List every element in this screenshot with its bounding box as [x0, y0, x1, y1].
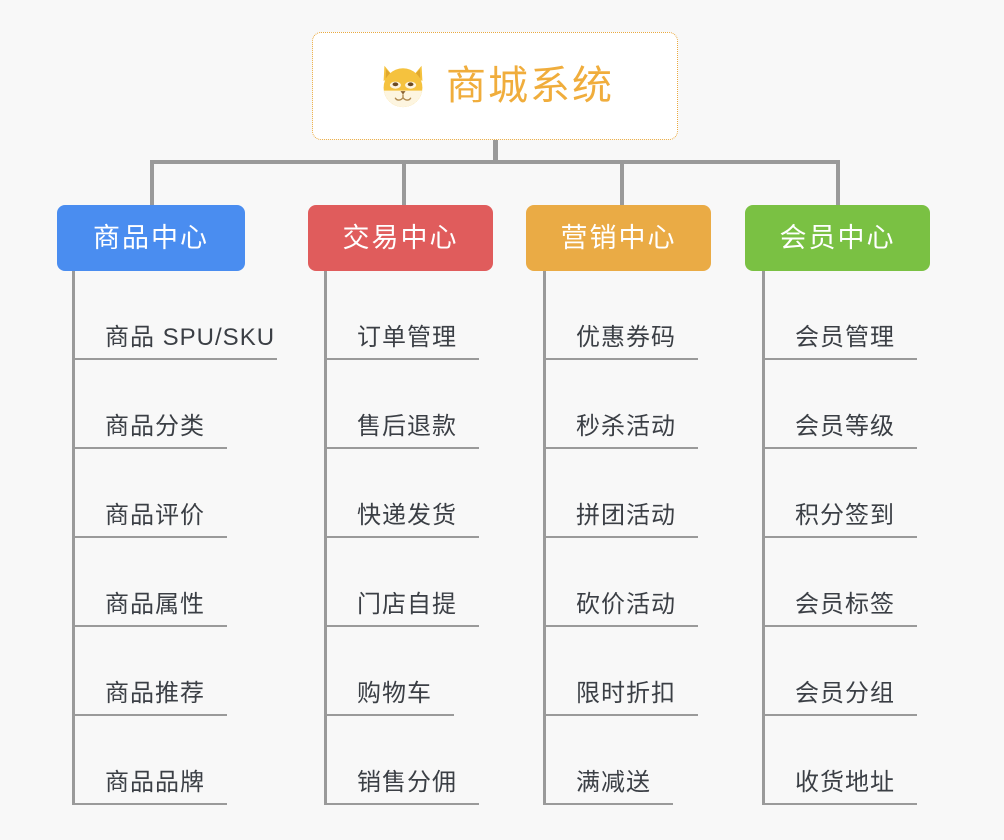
- leaf-item[interactable]: 商品分类: [72, 360, 227, 449]
- connector-drop-4: [836, 160, 840, 207]
- leaf-item[interactable]: 砍价活动: [543, 538, 698, 627]
- root-node[interactable]: 商城系统: [312, 32, 678, 140]
- leaf-label: 会员分组: [795, 680, 895, 708]
- column-spine-2: [324, 271, 327, 805]
- leaf-label: 订单管理: [357, 324, 457, 352]
- leaf-label: 会员标签: [795, 591, 895, 619]
- category-box-3[interactable]: 营销中心: [526, 205, 711, 271]
- category-label-3: 营销中心: [560, 222, 677, 253]
- connector-drop-2: [402, 160, 406, 207]
- category-box-1[interactable]: 商品中心: [57, 205, 245, 271]
- leaf-label: 砍价活动: [576, 591, 676, 619]
- leaf-item[interactable]: 商品推荐: [72, 627, 227, 716]
- leaf-item[interactable]: 收货地址: [762, 716, 917, 805]
- leaf-item[interactable]: 门店自提: [324, 538, 479, 627]
- column-spine-1: [72, 271, 75, 805]
- shiba-dog-emoji: [383, 65, 423, 108]
- category-box-4[interactable]: 会员中心: [745, 205, 930, 271]
- leaf-label: 优惠券码: [576, 324, 676, 352]
- leaf-item[interactable]: 商品 SPU/SKU: [72, 271, 277, 360]
- category-label-2: 交易中心: [342, 222, 459, 253]
- leaf-label: 拼团活动: [576, 502, 676, 530]
- leaf-item[interactable]: 会员等级: [762, 360, 917, 449]
- leaf-item[interactable]: 优惠券码: [543, 271, 698, 360]
- leaf-item[interactable]: 秒杀活动: [543, 360, 698, 449]
- leaf-item[interactable]: 会员分组: [762, 627, 917, 716]
- leaf-item[interactable]: 商品属性: [72, 538, 227, 627]
- leaf-item[interactable]: 满减送: [543, 716, 673, 805]
- leaf-label: 门店自提: [357, 591, 457, 619]
- leaf-label: 秒杀活动: [576, 413, 676, 441]
- category-box-2[interactable]: 交易中心: [308, 205, 493, 271]
- leaf-item[interactable]: 销售分佣: [324, 716, 479, 805]
- leaf-label: 积分签到: [795, 502, 895, 530]
- leaf-item[interactable]: 商品品牌: [72, 716, 227, 805]
- leaf-label: 购物车: [357, 680, 432, 708]
- leaf-label: 商品 SPU/SKU: [105, 324, 276, 352]
- leaf-item[interactable]: 会员管理: [762, 271, 917, 360]
- connector-drop-1: [150, 160, 154, 207]
- root-title: 商城系统: [446, 64, 614, 108]
- leaf-item[interactable]: 售后退款: [324, 360, 479, 449]
- leaf-label: 销售分佣: [357, 769, 457, 797]
- connector-horizontal-bus: [150, 160, 840, 164]
- leaf-label: 会员管理: [795, 324, 895, 352]
- leaf-item[interactable]: 商品评价: [72, 449, 227, 538]
- category-label-1: 商品中心: [93, 222, 209, 253]
- category-label-4: 会员中心: [779, 222, 896, 253]
- leaf-label: 会员等级: [795, 413, 895, 441]
- leaf-label: 商品品牌: [105, 769, 205, 797]
- column-spine-4: [762, 271, 765, 805]
- leaf-label: 限时折扣: [576, 680, 676, 708]
- leaf-item[interactable]: 积分签到: [762, 449, 917, 538]
- connector-root-stub: [493, 140, 498, 164]
- leaf-label: 商品属性: [105, 591, 205, 619]
- leaf-item[interactable]: 限时折扣: [543, 627, 698, 716]
- leaf-label: 商品推荐: [105, 680, 205, 708]
- leaf-label: 快递发货: [357, 502, 457, 530]
- leaf-label: 售后退款: [357, 413, 457, 441]
- leaf-item[interactable]: 购物车: [324, 627, 454, 716]
- leaf-item[interactable]: 拼团活动: [543, 449, 698, 538]
- leaf-label: 收货地址: [795, 769, 895, 797]
- leaf-label: 商品评价: [105, 502, 205, 530]
- leaf-item[interactable]: 快递发货: [324, 449, 479, 538]
- connector-drop-3: [620, 160, 624, 207]
- column-spine-3: [543, 271, 546, 805]
- leaf-item[interactable]: 会员标签: [762, 538, 917, 627]
- leaf-label: 商品分类: [105, 413, 205, 441]
- leaf-item[interactable]: 订单管理: [324, 271, 479, 360]
- leaf-label: 满减送: [576, 769, 651, 797]
